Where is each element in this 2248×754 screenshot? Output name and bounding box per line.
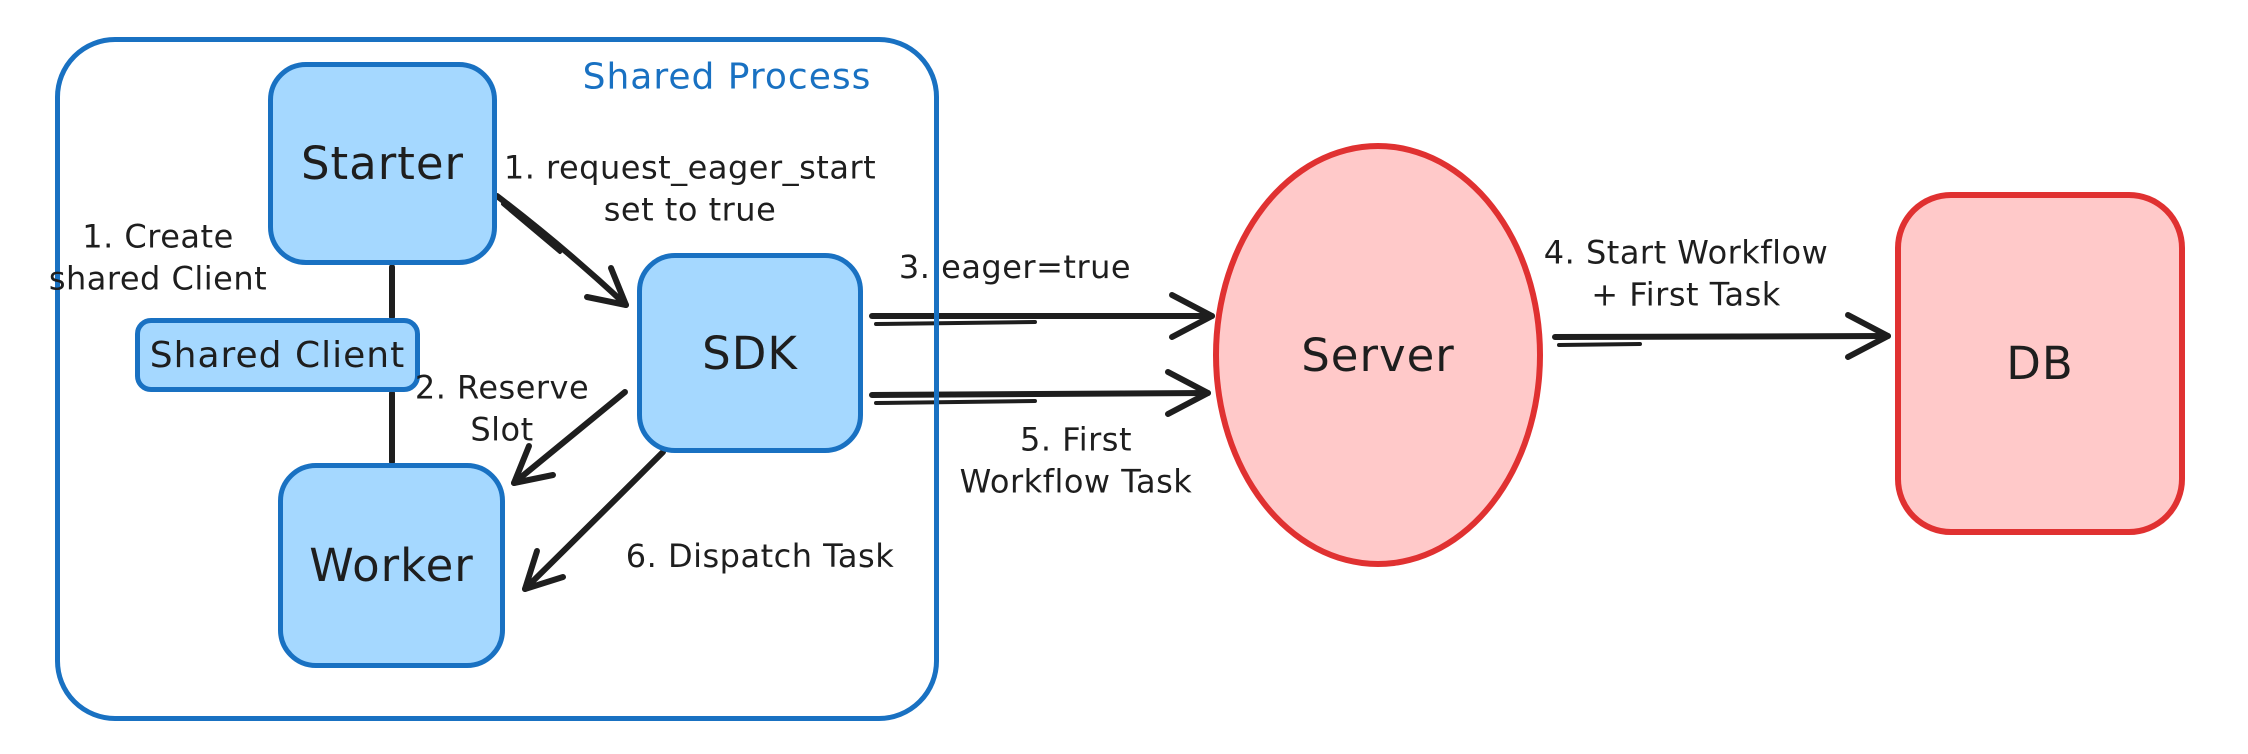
annotation-line: + First Task [1591,275,1781,313]
sdk-node: SDK [637,253,863,453]
server-label: Server [1301,328,1455,382]
starter-node: Starter [268,62,497,265]
shared-process-container [55,37,939,721]
annotation-line: 1. request_eager_start [503,148,877,187]
annotation-line: 3. eager=true [898,248,1132,287]
shared-client-label: Shared Client [149,334,406,376]
annotation-line: Slot [470,410,534,448]
starter-label: Starter [300,137,465,190]
annotation-first-workflow-task: 5. First Workflow Task [960,419,1193,502]
shared-process-label: Shared Process [582,56,872,98]
db-label: DB [2006,337,2074,390]
annotation-line: 1. Create [82,217,234,256]
annotation-create-shared-client: 1. Create shared Client [49,216,267,299]
annotation-line: set to true [603,190,777,228]
annotation-line: shared Client [48,259,268,297]
annotation-line: 5. First [1019,420,1133,459]
server-node: Server [1213,143,1543,567]
sdk-label: SDK [702,326,798,380]
arrow-server-to-db [1552,312,1891,360]
annotation-line: 6. Dispatch Task [625,537,895,576]
annotation-dispatch-task: 6. Dispatch Task [626,536,894,578]
annotation-start-workflow: 4. Start Workflow + First Task [1544,232,1828,315]
shared-client-node: Shared Client [135,318,420,392]
worker-label: Worker [309,539,474,592]
annotation-eager-true: 3. eager=true [899,247,1131,289]
annotation-request-eager-start: 1. request_eager_start set to true [504,147,876,230]
annotation-reserve-slot: 2. Reserve Slot [415,367,589,450]
db-node: DB [1895,192,2185,535]
annotation-line: 2. Reserve [414,368,590,407]
annotation-line: Workflow Task [959,462,1193,500]
annotation-line: 4. Start Workflow [1543,233,1829,272]
worker-node: Worker [278,463,505,668]
